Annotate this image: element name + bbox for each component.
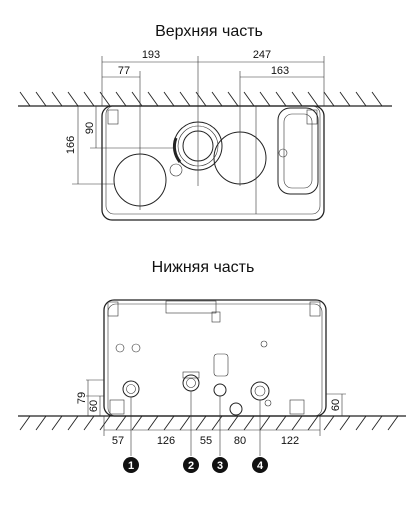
ceiling-hatch-mark-0: [19, 91, 31, 107]
ceiling-hatch-mark-14: [243, 91, 255, 107]
floor-hatch-mark-10: [179, 415, 191, 431]
ceiling-hatch-mark-2: [51, 91, 63, 107]
floor-hatch-mark-11: [195, 415, 207, 431]
ceiling-hatch-mark-8: [147, 91, 159, 107]
dim-163: 163: [271, 65, 289, 77]
dim-57: 57: [112, 435, 124, 447]
ceiling-hatch-mark-21: [355, 91, 367, 107]
bottom-view: Нижняя часть: [18, 259, 406, 473]
bottom-floor: [18, 415, 406, 431]
ceiling-hatch-mark-22: [371, 91, 383, 107]
ceiling-hatch-mark-16: [275, 91, 287, 107]
floor-hatch-mark-8: [147, 415, 159, 431]
dim-122: 122: [281, 435, 299, 447]
dim-55: 55: [200, 435, 212, 447]
dim-193: 193: [142, 49, 160, 61]
dim-247: 247: [253, 49, 271, 61]
marker-1-label: 1: [128, 460, 134, 472]
floor-hatch-mark-12: [211, 415, 223, 431]
connection-marker-3: 3: [212, 457, 228, 473]
floor-hatch-mark-13: [227, 415, 239, 431]
floor-hatch-mark-20: [339, 415, 351, 431]
marker-3-label: 3: [217, 460, 223, 472]
dim-60-left: 60: [88, 400, 100, 412]
floor-hatch-mark-22: [371, 415, 383, 431]
marker-2-label: 2: [188, 460, 194, 472]
bottom-view-title: Нижняя часть: [152, 259, 255, 276]
floor-hatch-mark-1: [35, 415, 47, 431]
floor-hatch-mark-5: [99, 415, 111, 431]
floor-hatch-mark-18: [307, 415, 319, 431]
dim-77: 77: [118, 65, 130, 77]
bottom-dimension-lines: [86, 379, 346, 456]
dim-166: 166: [65, 136, 77, 154]
ceiling-hatch-mark-17: [291, 91, 303, 107]
ceiling-hatch-mark-13: [227, 91, 239, 107]
top-boiler-body: [101, 105, 325, 221]
ceiling-hatch-mark-9: [163, 91, 175, 107]
ceiling-hatch-mark-20: [339, 91, 351, 107]
floor-hatch-mark-16: [275, 415, 287, 431]
ceiling-hatch-mark-4: [83, 91, 95, 107]
dim-60-right: 60: [330, 399, 342, 411]
top-dimension-lines: [72, 56, 325, 210]
top-ceiling: [18, 91, 392, 107]
ceiling-hatch-mark-19: [323, 91, 335, 107]
connection-marker-4: 4: [252, 457, 268, 473]
dim-80: 80: [234, 435, 246, 447]
floor-hatch-mark-9: [163, 415, 175, 431]
floor-hatch-mark-4: [83, 415, 95, 431]
floor-hatch-mark-7: [131, 415, 143, 431]
ceiling-hatch-mark-3: [67, 91, 79, 107]
floor-hatch-mark-14: [243, 415, 255, 431]
ceiling-hatch-mark-18: [307, 91, 319, 107]
dim-79: 79: [76, 392, 88, 404]
top-view-title: Верхняя часть: [155, 23, 263, 40]
marker-4-label: 4: [257, 460, 264, 472]
ceiling-hatch-mark-12: [211, 91, 223, 107]
floor-hatch-mark-3: [67, 415, 79, 431]
ceiling-hatch-mark-15: [259, 91, 271, 107]
ceiling-hatch-mark-7: [131, 91, 143, 107]
floor-hatch-mark-6: [115, 415, 127, 431]
connection-marker-2: 2: [183, 457, 199, 473]
floor-hatch-mark-0: [19, 415, 31, 431]
floor-hatch-mark-19: [323, 415, 335, 431]
top-view: Верхняя часть: [18, 23, 392, 221]
dim-90: 90: [84, 122, 96, 134]
ceiling-hatch-mark-1: [35, 91, 47, 107]
floor-hatch-mark-15: [259, 415, 271, 431]
floor-hatch-mark-2: [51, 415, 63, 431]
floor-hatch-mark-23: [387, 415, 399, 431]
dim-126: 126: [157, 435, 175, 447]
floor-hatch-mark-17: [291, 415, 303, 431]
ceiling-hatch-mark-5: [99, 91, 111, 107]
ceiling-hatch-mark-10: [179, 91, 191, 107]
connection-marker-1: 1: [123, 457, 139, 473]
ceiling-hatch-mark-11: [195, 91, 207, 107]
floor-hatch-mark-21: [355, 415, 367, 431]
ceiling-hatch-mark-6: [115, 91, 127, 107]
bottom-boiler-body: [103, 299, 327, 417]
